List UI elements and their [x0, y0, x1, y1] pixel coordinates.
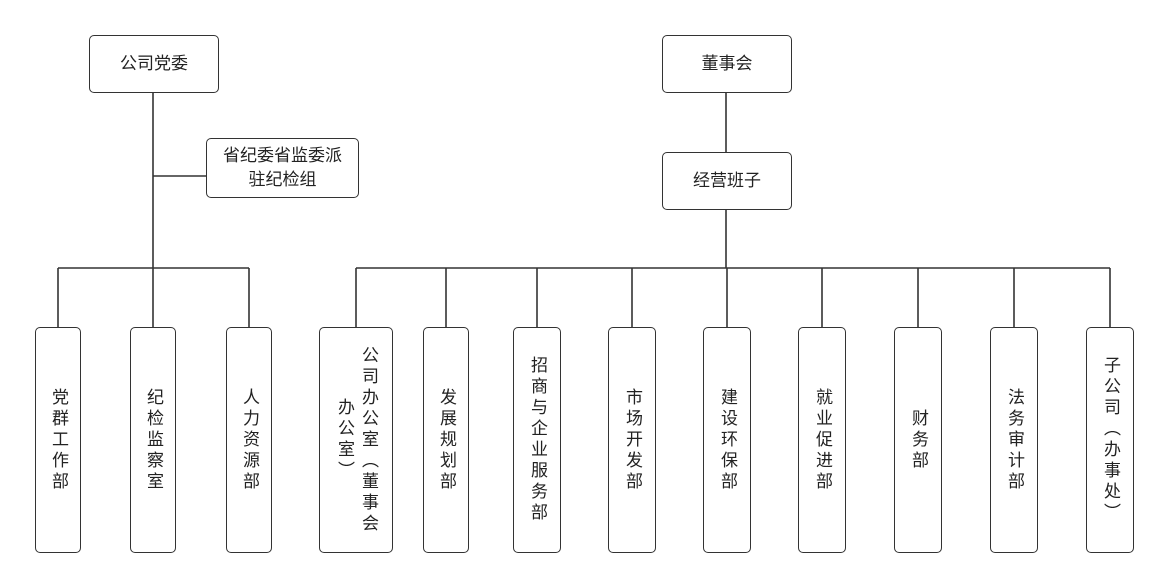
board-dept-label: 法务审计部: [1004, 387, 1024, 493]
party-dept-box: 纪检监察室: [130, 327, 176, 553]
board-dept-box: 财务部: [894, 327, 942, 553]
party-committee-box: 公司党委: [89, 35, 219, 93]
board-dept-label: 公司办公室（董事会办公室）: [334, 345, 378, 535]
board-dept-label: 建设环保部: [717, 387, 737, 493]
board-dept-box: 就业促进部: [798, 327, 846, 553]
board-dept-box: 发展规划部: [423, 327, 469, 553]
party-committee-label: 公司党委: [120, 54, 188, 74]
board-dept-box: 法务审计部: [990, 327, 1038, 553]
management-team-box: 经营班子: [662, 152, 792, 210]
board-dept-box: 招商与企业服务部: [513, 327, 561, 553]
board-dept-label: 就业促进部: [812, 387, 832, 493]
party-dept-label: 纪检监察室: [143, 387, 163, 493]
discipline-inspection-group-box: 省纪委省监委派驻纪检组: [206, 138, 359, 198]
board-dept-label: 财务部: [908, 408, 928, 472]
party-dept-box: 党群工作部: [35, 327, 81, 553]
board-of-directors-label: 董事会: [701, 54, 753, 74]
board-dept-label: 招商与企业服务部: [527, 356, 547, 524]
board-dept-box: 市场开发部: [608, 327, 656, 553]
party-dept-label: 党群工作部: [48, 387, 68, 493]
discipline-inspection-group-label: 省纪委省监委派驻纪检组: [223, 146, 342, 190]
party-dept-box: 人力资源部: [226, 327, 272, 553]
party-dept-label: 人力资源部: [239, 387, 259, 493]
board-dept-box: 公司办公室（董事会办公室）: [319, 327, 393, 553]
board-dept-box: 子公司（办事处）: [1086, 327, 1134, 553]
board-of-directors-box: 董事会: [662, 35, 792, 93]
board-dept-label: 子公司（办事处）: [1100, 356, 1120, 524]
board-dept-box: 建设环保部: [703, 327, 751, 553]
board-dept-label: 市场开发部: [622, 387, 642, 493]
management-team-label: 经营班子: [693, 171, 761, 191]
board-dept-label: 发展规划部: [436, 387, 456, 493]
